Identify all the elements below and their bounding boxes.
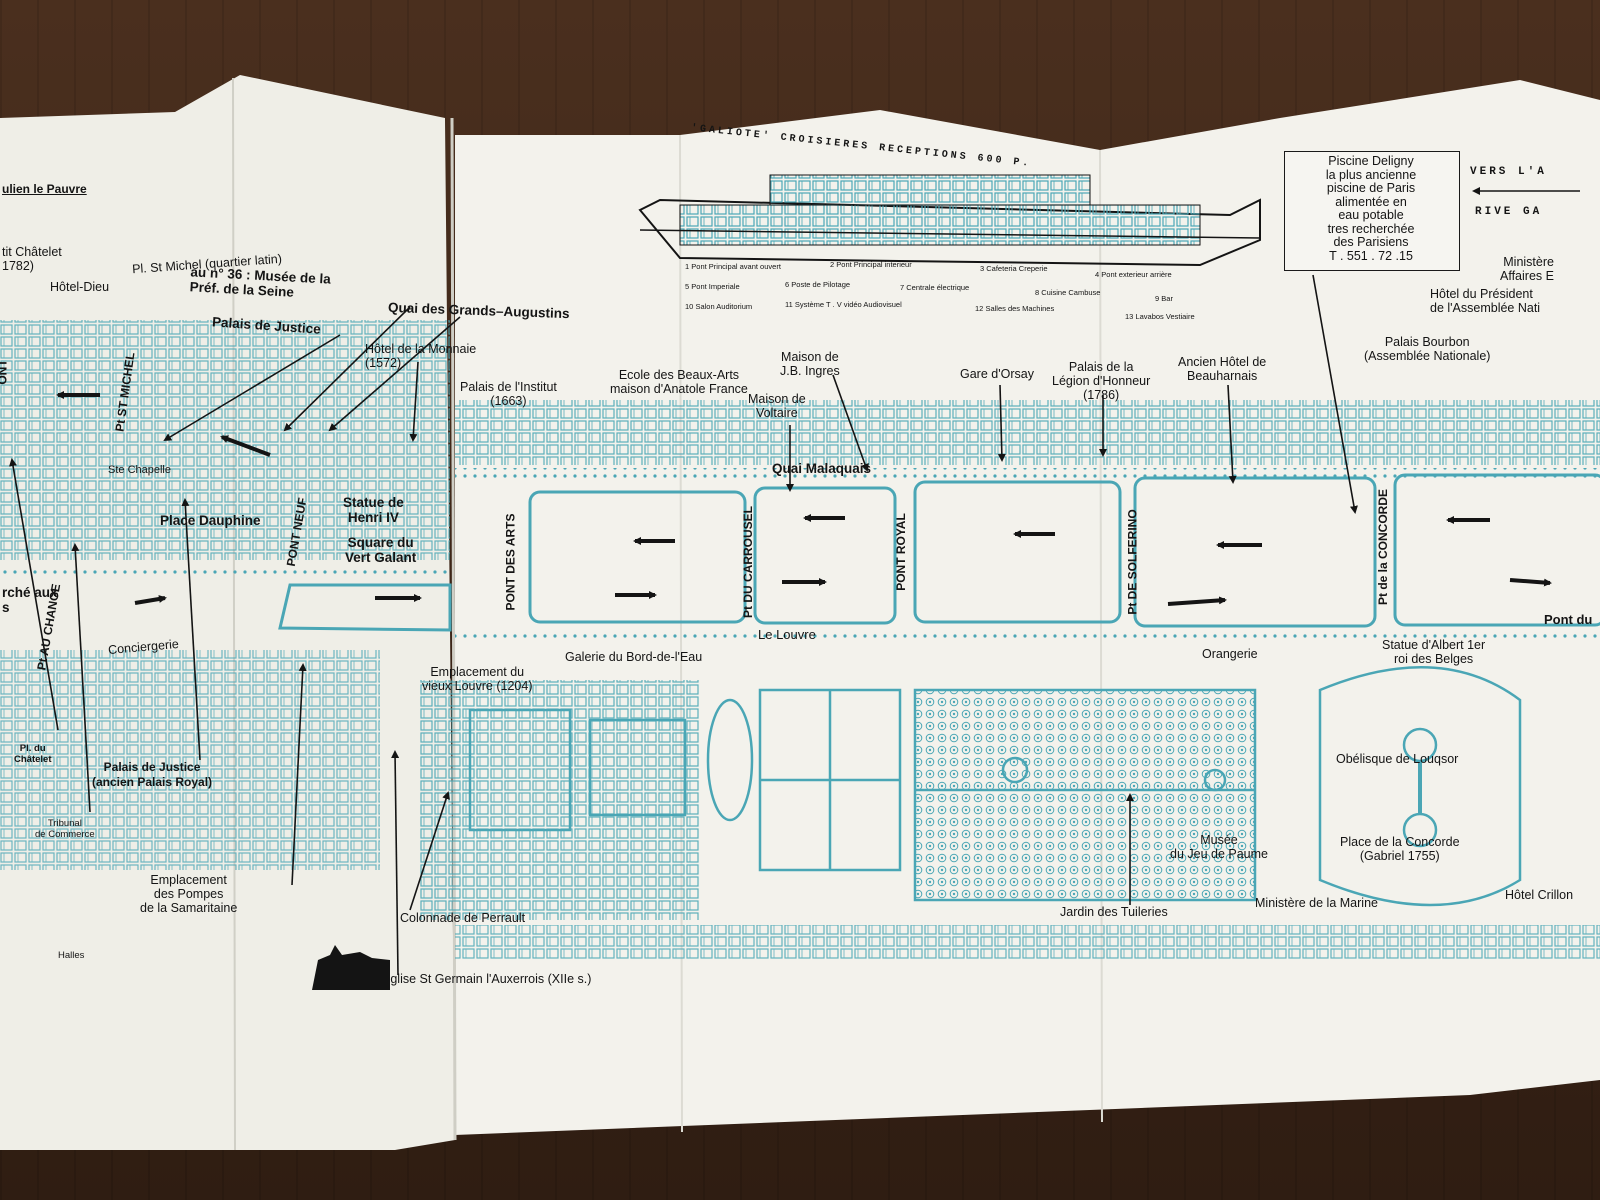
galiote-ship-illustration [638,174,1261,267]
legend-item: 8 Cuisine Cambuse [1035,288,1101,297]
label-statue-albert: Statue d'Albert 1er roi des Belges [1382,638,1486,666]
legend-item: 10 Salon Auditorium [685,302,753,311]
label-hotel-monnaie: Hôtel de la Monnaie (1572) [365,342,477,370]
legend-item: 9 Bar [1155,294,1173,303]
label-palais-institut: Palais de l'Institut (1663) [460,380,557,408]
label-legion-honneur: Palais de la Légion d'Honneur (1786) [1052,360,1151,402]
label-maison-voltaire: Maison de Voltaire [748,392,806,420]
label-julien-le-pauvre: ulien le Pauvre [2,182,87,196]
label-square-vert-galant: Square du Vert Galant [345,535,417,565]
label-colonnade: Colonnade de Perrault [400,911,526,925]
arrow-downstream [134,595,167,605]
label-marche-fleurs: rché aux s [2,585,58,615]
left-bank-buildings-south [0,650,380,870]
louvre-courtyards [468,688,902,872]
label-ste-chapelle: Ste Chapelle [108,464,171,476]
label-hotel-beauharnais: Ancien Hôtel de Beauharnais [1178,355,1267,383]
fold-line [450,117,457,1141]
bridge-pt-du-carrousel: Pt DU CARROUSEL [741,505,756,619]
church-silhouette-icon [312,945,390,990]
label-galerie-bord-eau: Galerie du Bord-de-l'Eau [565,650,703,664]
bridge-pt-de-la-concorde: Pt de la CONCORDE [1376,488,1391,606]
quai-tree-line [0,570,450,578]
legend-item: 4 Pont exterieur arrière [1095,270,1172,279]
label-pompes-samaritaine: Emplacement des Pompes de la Samaritaine [140,873,238,915]
label-pointer-lines [9,274,1358,976]
rive-droite-buildings [455,925,1600,960]
river-traffic-arrows [56,391,1552,606]
ship-legend: 1 Pont Principal avant ouvert 2 Pont Pri… [685,260,1245,330]
legend-item: 1 Pont Principal avant ouvert [685,262,781,271]
arrow-upstream [220,435,271,457]
label-tribunal-commerce: Tribunal de Commerce [35,818,95,840]
label-place-concorde: Place de la Concorde (Gabriel 1755) [1340,835,1460,863]
label-vieux-louvre: Emplacement du vieux Louvre (1204) [422,665,533,693]
rive-gauche-buildings [455,400,1600,465]
label-statue-henri: Statue de Henri IV [343,495,404,525]
label-ecole-beaux-arts: Ecole des Beaux-Arts maison d'Anatole Fr… [610,368,748,396]
label-saint-germain: Eglise St Germain l'Auxerrois (XIIe s.) [382,972,592,986]
label-palais-bourbon: Palais Bourbon (Assemblée Nationale) [1364,335,1491,363]
label-jardin-tuileries: Jardin des Tuileries [1060,905,1168,919]
map-panel-right [455,80,1600,1135]
label-orangerie: Orangerie [1202,647,1258,661]
label-hotel-crillon: Hôtel Crillon [1505,888,1574,902]
legend-item: 7 Centrale électrique [900,283,970,292]
louvre-buildings [420,680,700,920]
legend-item: 11 Système T . V vidéo Audiovisuel [785,300,902,309]
bridge-pont-left: ONT [0,359,10,385]
fold-line [232,77,236,1151]
label-hotel-dieu: Hôtel-Dieu [50,280,110,294]
bridge-pont-du: Pont du [1544,612,1593,627]
label-ministere-affaires: Ministère Affaires E [1500,255,1554,283]
legend-item: 2 Pont Principal interieur [830,260,912,269]
label-pl-chatelet: Pl. du Châtelet [14,743,52,765]
legend-item: 3 Cafeteria Creperie [980,264,1048,273]
label-palais-justice-ancien: Palais de Justice (ancien Palais Royal) [92,760,213,789]
label-petit-chatelet: tit Châtelet 1782) [2,245,62,273]
label-gare-orsay: Gare d'Orsay [960,367,1034,381]
vers-label: VERS L'A [1470,166,1547,178]
vers-arrow [1472,187,1580,195]
seine-river [278,473,1600,632]
label-obelisque: Obélisque de Louqsor [1336,752,1459,766]
piscine-deligny-text: Piscine Deligny la plus ancienne piscine… [1325,154,1417,263]
legend-item: 13 Lavabos Vestiaire [1125,312,1195,321]
place-de-la-concorde-plan [1318,666,1522,907]
legend-item: 5 Pont Imperiale [685,282,740,291]
arrow-downstream [1167,596,1227,606]
quai-tree-line [455,630,1600,640]
legend-item: 6 Poste de Pilotage [785,280,851,289]
label-halles: Halles [58,950,85,961]
bridge-pont-royal: PONT ROYAL [893,513,908,591]
legend-item: 12 Salles des Machines [975,304,1055,313]
label-ministere-marine: Ministère de la Marine [1255,896,1378,910]
quai-tree-line [455,468,1600,478]
label-maison-ingres: Maison de J.B. Ingres [780,350,840,378]
label-quai-malaquais: Quai Malaquais [772,461,872,476]
arrow-downstream [1509,578,1552,587]
piscine-deligny-box [1284,151,1460,271]
bridge-pont-des-arts: PONT DES ARTS [503,513,518,611]
tuileries-paths [913,688,1257,902]
bridge-pt-de-solferino: Pt DE SOLFERINO [1125,509,1140,615]
rive-label: RIVE GA [1475,206,1543,218]
label-jeu-de-paume: Musée du Jeu de Paume [1170,833,1268,861]
label-hotel-president: Hôtel du Président de l'Assemblée Nati [1430,287,1541,315]
label-le-louvre: Le Louvre [758,627,816,642]
label-place-dauphine: Place Dauphine [160,513,261,528]
tuileries-gardens [915,690,1255,900]
